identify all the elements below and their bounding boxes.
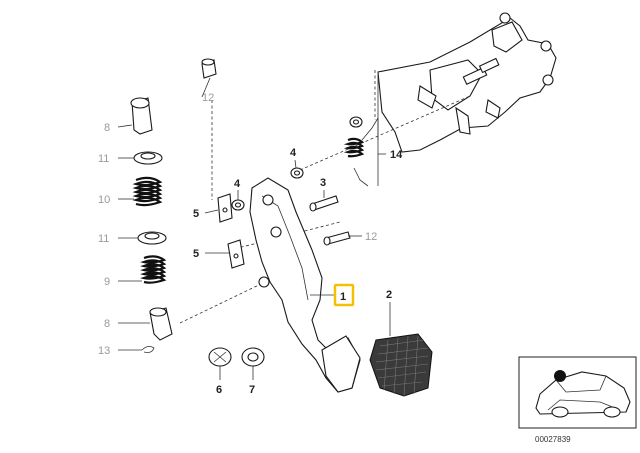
pin-part12-top <box>201 58 217 79</box>
nut-part7 <box>241 347 265 367</box>
bushing-part4-lower <box>231 199 245 211</box>
cup-part8-upper <box>130 97 153 135</box>
washer-part11-lower <box>137 231 167 245</box>
pin-part12-right <box>323 231 351 246</box>
vehicle-location-thumbnail <box>518 356 637 429</box>
axis-line-lower <box>179 281 266 324</box>
callout-4-upper: 4 <box>290 147 297 159</box>
spring-part10 <box>132 176 163 207</box>
pedal-arm <box>249 177 361 393</box>
clip-part13 <box>141 346 155 353</box>
callout-12-right: 12 <box>365 231 377 243</box>
location-marker-icon <box>554 370 566 382</box>
callout-7: 7 <box>249 384 255 396</box>
pedal-bracket <box>374 12 557 153</box>
cup-part8-lower <box>149 307 173 341</box>
leader-lines <box>117 77 391 380</box>
spring-part14 <box>343 117 379 187</box>
callout-9: 9 <box>104 276 110 288</box>
clip-part5-upper <box>217 193 233 223</box>
screw-part6 <box>208 347 232 367</box>
callout-8-upper: 8 <box>104 122 110 134</box>
pedal-pad <box>369 333 433 397</box>
callout-11-upper: 11 <box>98 153 109 165</box>
pivot-pin-part3 <box>309 195 339 212</box>
clip-part5-lower <box>227 239 245 269</box>
callout-14: 14 <box>390 149 403 161</box>
callout-5-upper: 5 <box>193 208 199 220</box>
callout-5-lower: 5 <box>193 248 199 260</box>
callout-8-lower: 8 <box>104 318 110 330</box>
callout-3: 3 <box>320 177 326 189</box>
washer-part11-upper <box>133 151 163 165</box>
callout-10: 10 <box>98 194 110 206</box>
callout-12-top: 12 <box>202 92 214 104</box>
bushing-part4-upper <box>290 167 304 179</box>
callout-1: 1 <box>340 291 346 303</box>
callout-13: 13 <box>98 345 110 357</box>
nut-part14-top <box>349 116 363 128</box>
callout-2: 2 <box>386 289 392 301</box>
callout-6: 6 <box>216 384 222 396</box>
highlight-box-part1 <box>333 283 355 307</box>
callout-4-lower: 4 <box>234 178 241 190</box>
axis-line-upper <box>299 95 471 171</box>
catalog-number: 00027839 <box>535 435 571 444</box>
callout-11-lower: 11 <box>98 233 109 245</box>
spring-part9 <box>140 255 167 284</box>
